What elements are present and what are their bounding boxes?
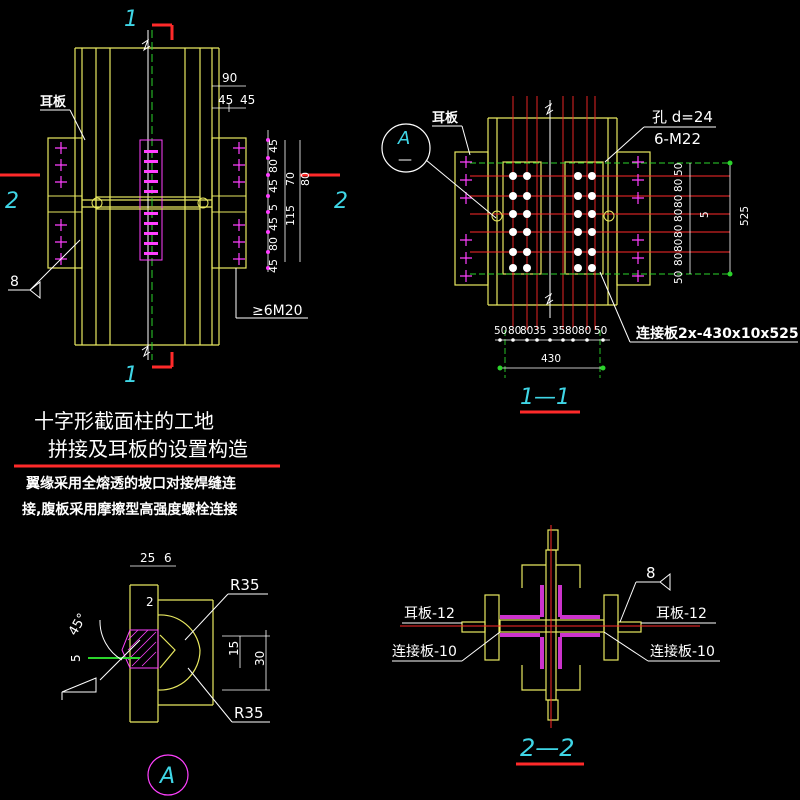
dim-bottom-1: 80 — [508, 325, 521, 337]
dim-right-6: 45 — [267, 259, 280, 273]
bolt-label: 6-M22 — [654, 130, 701, 148]
section-2-2: 8 耳板-12 连接板-10 耳板-12 连接板-10 2—2 — [392, 525, 720, 766]
dim-bottom-0: 50 — [494, 325, 507, 337]
caption-title-line1: 十字形截面柱的工地 — [34, 409, 214, 433]
dim-right-2: 45 — [267, 179, 280, 193]
dim-right-outer-1: 115 — [284, 205, 297, 226]
detail-a-gap: 2 — [146, 595, 154, 609]
detail-a-radius-bottom: R35 — [234, 704, 264, 722]
dim-bottom-6: 80 — [578, 325, 591, 337]
dim-right-4: 45 — [267, 217, 280, 231]
dim-right-80d: 80 — [673, 225, 685, 238]
dim-right-80e: 80 — [673, 239, 685, 252]
dim-right-80f: 80 — [673, 253, 685, 266]
dim-bottom-5: 80 — [565, 325, 578, 337]
dim-right-0: 45 — [267, 139, 280, 153]
dim-right-3: 5 — [267, 204, 280, 211]
ear-plate-label: 耳板 — [40, 94, 67, 110]
section-mark-1-top: 1 — [124, 7, 138, 32]
caption-title-line2: 拼接及耳板的设置构造 — [48, 437, 248, 461]
detail-ref-letter: A — [397, 128, 410, 149]
dim-right-50a: 50 — [673, 163, 685, 176]
ear-plate-right-label: 耳板-12 — [656, 606, 707, 622]
ear-plate-bolts-right — [233, 142, 245, 265]
detail-a-dim-30: 30 — [253, 651, 267, 666]
dim-total-height: 525 — [739, 206, 751, 226]
dim-right-mid: 5 — [699, 211, 711, 218]
ear-plate-bolts-left — [55, 142, 67, 265]
hole-label: 孔 d=24 — [652, 108, 713, 126]
dim-top-45a: 45 — [218, 93, 233, 107]
dim-right-outer-0: 70 — [284, 172, 297, 186]
dim-bottom-7: 50 — [594, 325, 607, 337]
section-mark-2-left: 2 — [5, 189, 19, 214]
link-plate-left-label: 连接板-10 — [392, 643, 457, 660]
dim-right-1: 80 — [267, 159, 280, 173]
dim-right-5: 80 — [267, 237, 280, 251]
column-elevation: 1 1 2 2 耳板 8 ≥6M20 90 45 45 — [0, 7, 348, 388]
detail-a-dim-6: 6 — [164, 551, 172, 565]
caption-note-line1: 翼缘采用全熔透的坡口对接焊缝连 — [25, 475, 237, 492]
dim-right-50b: 50 — [673, 271, 685, 284]
dim-top-90: 90 — [222, 71, 237, 85]
section-mark-1-bottom: 1 — [124, 363, 138, 388]
dim-right-outer-2: 80 — [299, 172, 312, 186]
detail-a-dim-5: 5 — [69, 654, 83, 662]
dim-bottom-3: 35 — [533, 325, 546, 337]
section-1-ear-plate-label: 耳板 — [432, 110, 459, 126]
detail-a-dim-15: 15 — [227, 641, 241, 656]
dim-bottom-2: 80 — [520, 325, 533, 337]
detail-a-title: A — [158, 764, 175, 789]
dim-bottom-4: 35 — [552, 325, 565, 337]
section-2-weld-label: 8 — [646, 564, 656, 582]
link-plate-right-label: 连接板-10 — [650, 643, 715, 660]
dim-top-45b: 45 — [240, 93, 255, 107]
detail-a-radius-top: R35 — [230, 576, 260, 594]
bolt-callout: ≥6M20 — [252, 303, 303, 319]
detail-a-dim-25: 25 — [140, 551, 155, 565]
section-2-2-title: 2—2 — [520, 734, 575, 762]
section-1-1: A — 耳板 孔 d=24 6-M22 连接板2x-430x10x525 50 … — [381, 96, 799, 414]
section-1-1-title: 1—1 — [520, 385, 570, 410]
caption-note-line2: 接,腹板采用摩擦型高强度螺栓连接 — [22, 501, 237, 518]
dim-right-80b: 80 — [673, 195, 685, 208]
detail-ref-dash: — — [398, 152, 412, 168]
ear-plate-left-label: 耳板-12 — [404, 606, 455, 622]
section-mark-2-right: 2 — [334, 189, 348, 214]
dim-right-80c: 80 — [673, 209, 685, 222]
caption-block: 十字形截面柱的工地 拼接及耳板的设置构造 翼缘采用全熔透的坡口对接焊缝连 接,腹… — [14, 409, 280, 518]
link-plate-label: 连接板2x-430x10x525 — [636, 325, 799, 342]
dim-total-width: 430 — [541, 353, 561, 365]
dim-right-80a: 80 — [673, 179, 685, 192]
weld-label: 8 — [10, 274, 19, 290]
detail-a: 45° 25 6 2 5 15 30 R35 R35 A — [61, 551, 270, 796]
detail-a-angle: 45° — [66, 611, 91, 638]
